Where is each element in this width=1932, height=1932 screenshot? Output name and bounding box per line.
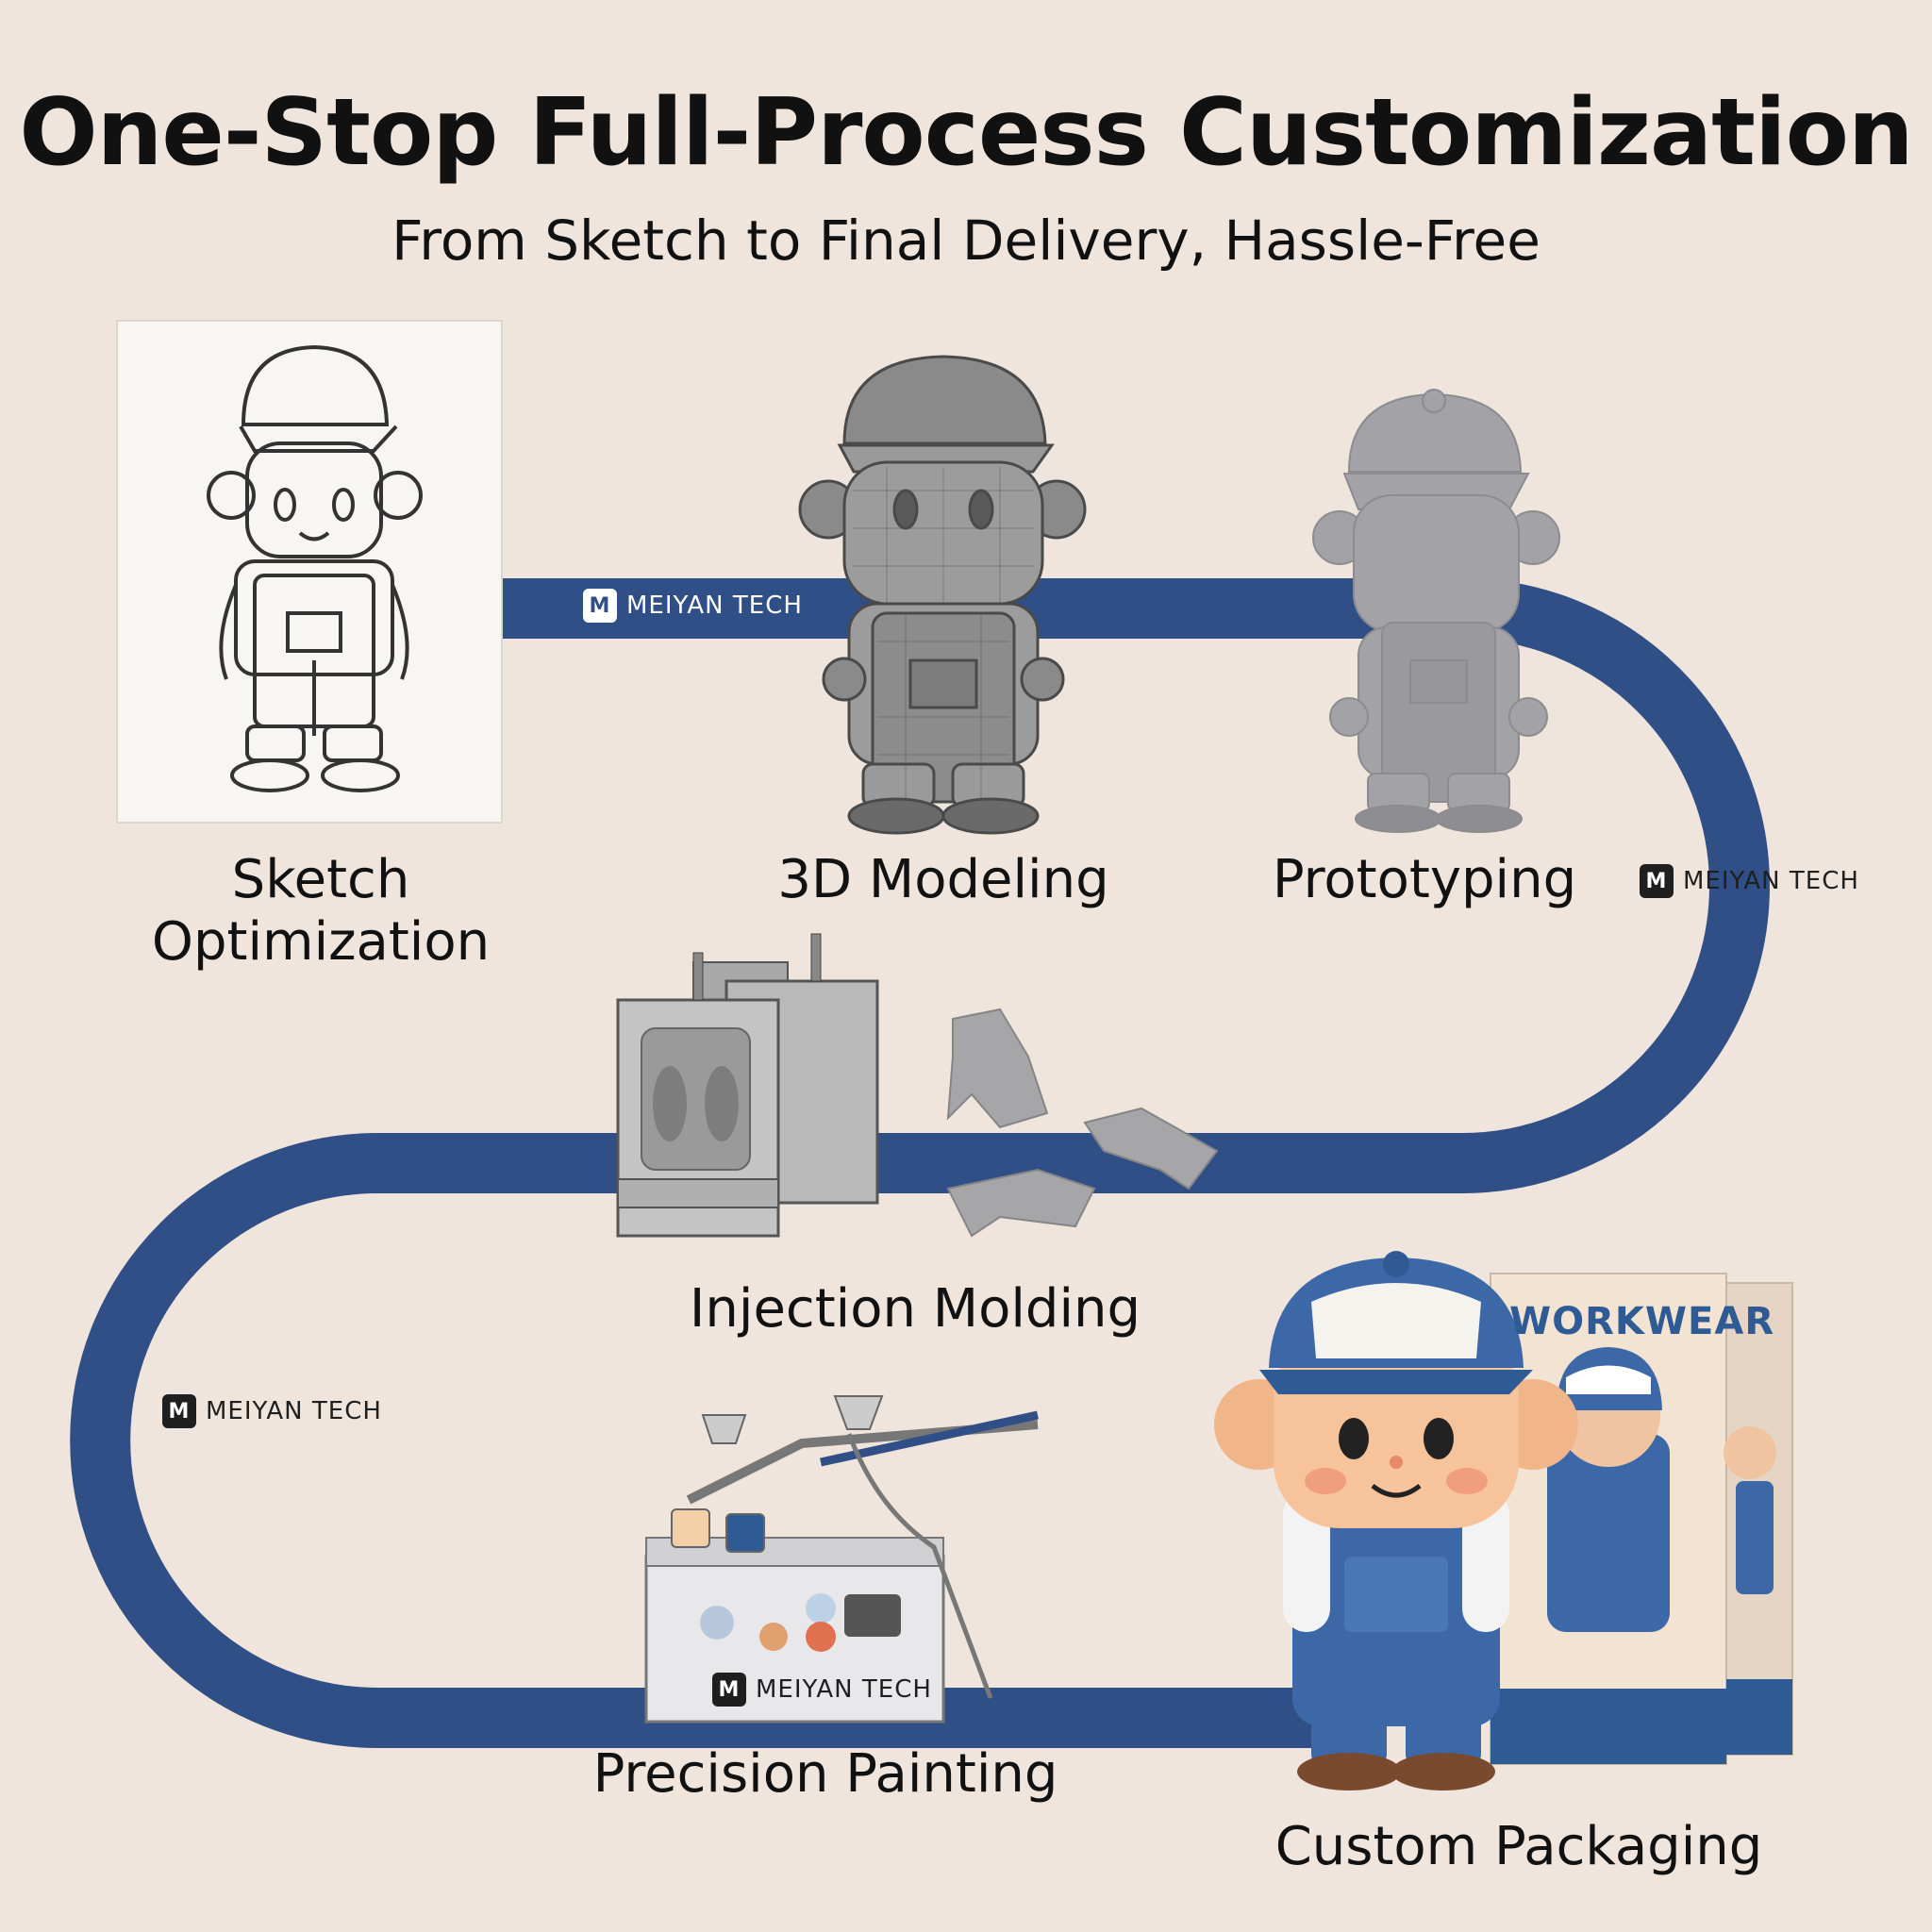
brand-text: MEIYAN TECH [756, 1675, 932, 1704]
injection-mold-icon [616, 933, 879, 1238]
final-figure-icon [1214, 1251, 1578, 1790]
brand-text: MEIYAN TECH [206, 1397, 382, 1425]
brand-text: MEIYAN TECH [626, 591, 803, 620]
packaging-box-title: WORKWEAR [1509, 1300, 1775, 1343]
brand-logo-icon: M [583, 589, 617, 623]
gray-prototype-figure-icon [1312, 389, 1560, 833]
process-path [70, 578, 1770, 1748]
brand-badge-top: M MEIYAN TECH [583, 589, 803, 623]
step-label-custom-packaging: Custom Packaging [1274, 1816, 1763, 1877]
packaged-figure-icon [1490, 1273, 1793, 1765]
step-label-injection-molding: Injection Molding [689, 1278, 1141, 1340]
brand-logo-icon: M [1640, 864, 1674, 898]
page-subtitle: From Sketch to Final Delivery, Hassle-Fr… [391, 208, 1541, 273]
step-label-prototyping: Prototyping [1272, 849, 1577, 910]
brand-badge-left: M MEIYAN TECH [162, 1394, 382, 1428]
brand-logo-icon: M [162, 1394, 196, 1428]
molded-parts-icon [946, 1008, 1219, 1238]
brand-text: MEIYAN TECH [1683, 867, 1859, 895]
sketch-paper-icon [116, 320, 503, 824]
wireframe-figure-icon [798, 355, 1087, 835]
step-label-3d-modeling: 3D Modeling [777, 849, 1109, 910]
brand-logo-icon: M [712, 1673, 746, 1707]
brand-badge-painting: M MEIYAN TECH [712, 1673, 932, 1707]
brand-badge-right: M MEIYAN TECH [1640, 864, 1859, 898]
airbrush-station-icon [644, 1395, 1039, 1724]
step-label-precision-painting: Precision Painting [592, 1743, 1058, 1805]
step-label-sketch-optimization: Sketch Optimization [151, 849, 491, 973]
page-title: One-Stop Full-Process Customization [19, 79, 1913, 187]
